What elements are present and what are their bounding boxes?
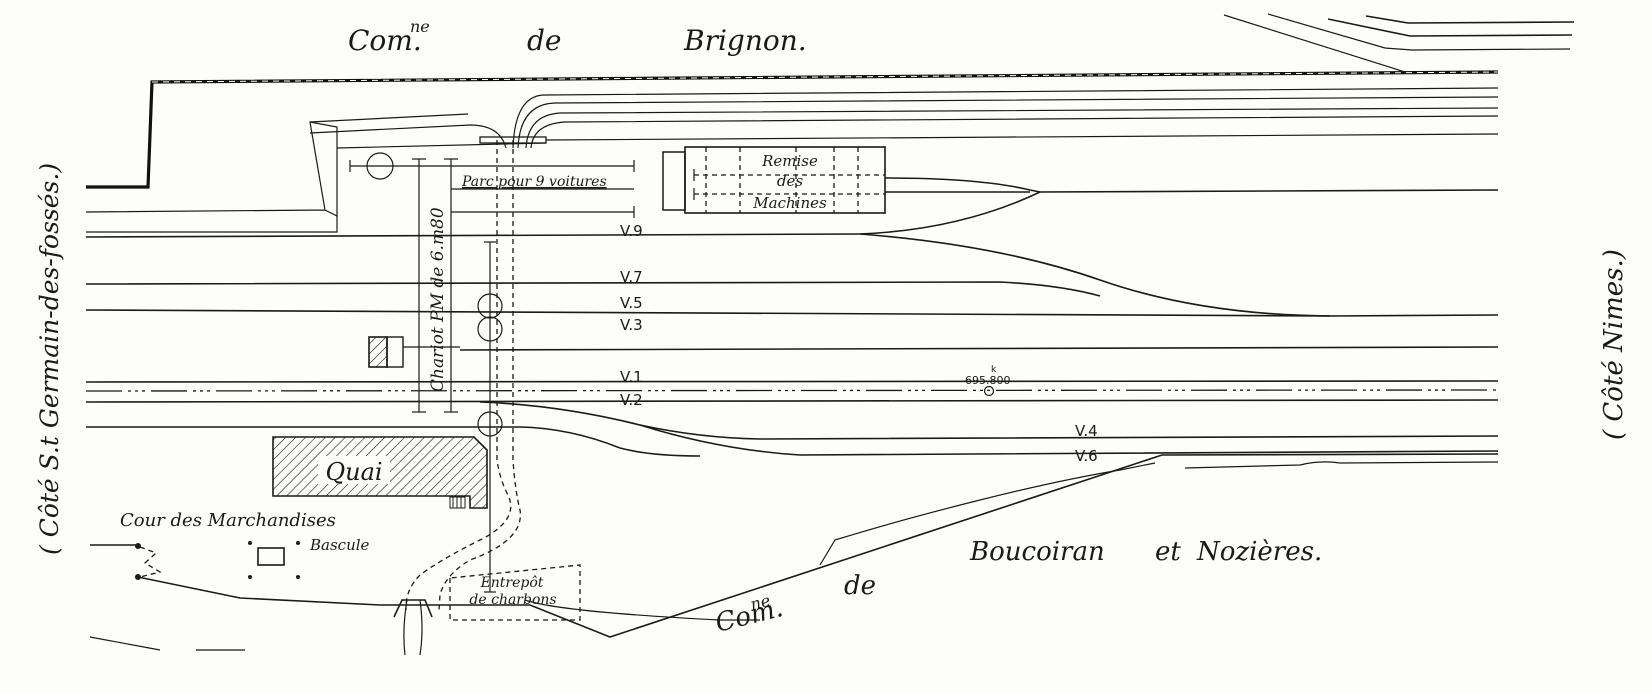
- track-v9: [85, 233, 861, 238]
- yard-gate: [90, 543, 162, 580]
- carriage-park-label: Parc pour 9 voitures: [461, 174, 607, 190]
- engine-shed: Remise des Machines: [662, 146, 886, 214]
- coal-depot-label-1: Entrepôt: [480, 575, 544, 591]
- turntable-icon: [366, 152, 394, 180]
- milepost-marker-icon: [983, 385, 995, 397]
- track-label-v4: V.4: [1075, 422, 1098, 440]
- weighbridge: Bascule: [248, 536, 370, 579]
- shed-approach-tracks: [859, 177, 1499, 235]
- loop-tracks: [309, 87, 1499, 149]
- track-label-v9: V.9: [620, 222, 643, 240]
- commune-superscript: ne: [410, 17, 430, 36]
- south-commune-label: Com. ne de Boucoiran et Nozières.: [712, 537, 1322, 639]
- turntable-column: [477, 241, 503, 593]
- coal-depot: Entrepôt de charbons: [449, 564, 581, 621]
- track-v6: [639, 424, 1499, 456]
- north-commune-label: Com. ne de Brignon.: [348, 17, 807, 57]
- west-direction-label: ( Côté S.t Germain-des-fossés.): [35, 163, 64, 555]
- turntable-icon: [477, 411, 503, 437]
- track-v1: [85, 380, 1499, 383]
- engine-shed-label-2: des: [777, 172, 803, 190]
- engine-shed-label-3: Machines: [752, 194, 827, 212]
- engine-shed-label-1: Remise: [761, 152, 818, 170]
- turntable-icon: [477, 293, 503, 319]
- track-label-v5: V.5: [620, 294, 643, 312]
- station-axis: [85, 389, 1499, 392]
- commune-name-brignon: Brignon.: [683, 24, 807, 57]
- milepost: 695.800 k: [965, 365, 1011, 397]
- crane-structure: [368, 336, 460, 368]
- track-label-v1: V.1: [620, 368, 643, 386]
- track-label-v3: V.3: [620, 316, 643, 334]
- commune-de: de: [844, 571, 876, 601]
- track-label-v7: V.7: [620, 268, 643, 286]
- turntable-track: [349, 152, 635, 180]
- carriage-park: Parc pour 9 voitures: [451, 174, 635, 218]
- commune-name-nozieres: Nozières.: [1196, 537, 1322, 567]
- commune-superscript: ne: [748, 591, 772, 614]
- platform-building-north: [85, 113, 547, 233]
- south-boundary: [89, 453, 1499, 651]
- milepost-unit: k: [991, 365, 997, 375]
- track-labels: V.9 V.7 V.5 V.3 V.1 V.2 V.4 V.6: [620, 222, 1098, 465]
- commune-et: et: [1155, 537, 1181, 567]
- east-direction-label: ( Côté Nimes.): [1599, 249, 1629, 440]
- milepost-value: 695.800: [965, 374, 1011, 387]
- goods-platform-label: Quai: [325, 458, 382, 486]
- traverser-label: Chariot PM de 6.m80: [428, 207, 448, 392]
- main-tracks: [85, 233, 1499, 457]
- track-v5: [85, 309, 1499, 317]
- commune-name-boucoiran: Boucoiran: [969, 537, 1105, 567]
- bridge: [393, 599, 433, 656]
- track-v2: [85, 399, 1499, 403]
- commune-prefix: Com.: [348, 24, 422, 57]
- goods-platform: Quai: [272, 436, 488, 509]
- commune-de: de: [527, 24, 562, 57]
- track-label-v6: V.6: [1075, 447, 1098, 465]
- north-boundary: [86, 70, 1499, 189]
- track-label-v2: V.2: [620, 391, 643, 409]
- weighbridge-label: Bascule: [309, 536, 370, 554]
- turntable-icon: [477, 316, 503, 342]
- goods-yard-label: Cour des Marchandises: [120, 510, 336, 531]
- track-v3: [459, 346, 1499, 351]
- coal-depot-label-2: de charbons: [469, 592, 556, 608]
- northeast-tracks: [1223, 13, 1575, 73]
- traverser-chariot: Chariot PM de 6.m80: [412, 158, 458, 413]
- dashed-path: [405, 140, 522, 611]
